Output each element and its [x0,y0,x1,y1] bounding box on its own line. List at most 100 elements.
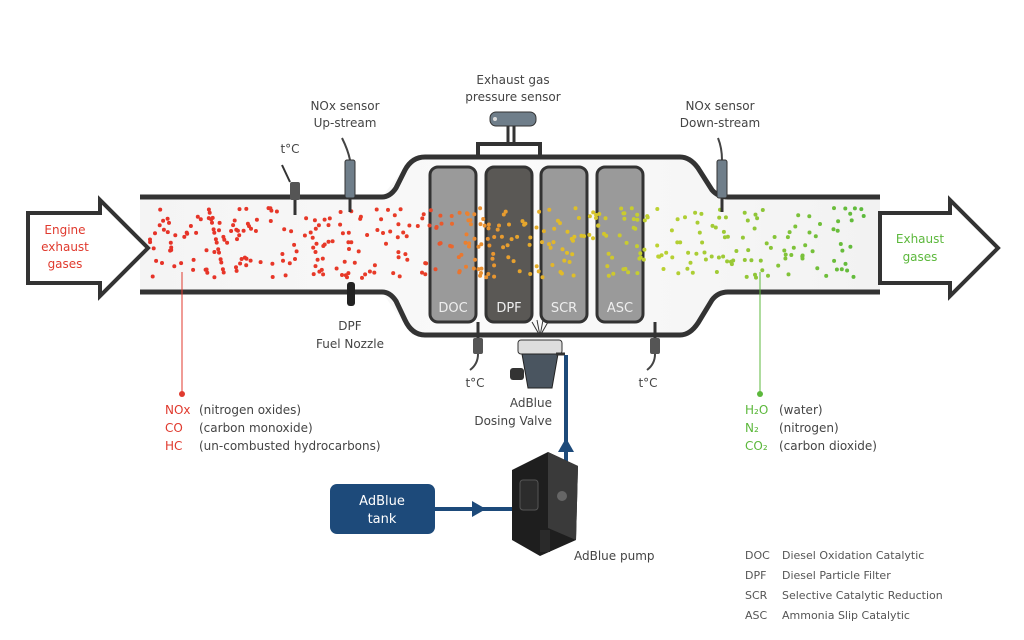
gas-particle [807,214,812,219]
gas-particle [281,258,285,263]
gas-particle [656,254,661,259]
gas-particle [423,272,428,277]
gas-particle [165,216,170,221]
gas-particle [150,274,155,279]
gas-particle [191,267,196,272]
gas-particle [835,228,840,233]
gas-particle [576,216,581,220]
gas-particle [728,259,733,264]
gas-particle [379,217,384,222]
gas-particle [302,233,307,238]
gas-particle [396,255,401,260]
gas-particle [537,209,542,214]
gas-particle [688,260,693,265]
gas-particle [433,267,438,272]
gas-particle [547,207,552,212]
gas-particle [591,236,595,241]
gas-particle [396,222,401,227]
gas-particle [253,229,258,233]
gas-particle [457,210,462,215]
gas-particle [766,273,770,278]
gas-particle [559,271,564,276]
gas-particle [764,241,769,246]
gas-particle [330,239,335,244]
nox-down-label-1: NOx sensor [685,99,754,113]
gas-particle [206,216,211,221]
gas-particle [693,210,698,215]
gas-particle [768,245,773,250]
catalyst-asc: ASC [595,165,645,324]
gas-particle [308,230,313,235]
gas-particle [815,266,820,271]
inputs-desc: (carbon monoxide) [199,421,313,435]
gas-particle [499,234,504,239]
gas-particle [495,227,500,232]
gas-particle [505,243,510,248]
inlet-label-2: exhaust [41,240,89,254]
gas-particle [405,257,410,262]
gas-particle [205,270,210,275]
gas-particle [238,261,243,266]
gas-particle [617,233,622,238]
gas-particle [734,249,739,253]
gas-particle [840,248,845,253]
gas-particle [501,212,506,217]
gas-particle [320,256,325,261]
gas-particle [384,241,388,246]
temp-down-label: t°C [638,376,657,390]
legend-desc: Diesel Particle Filter [782,569,891,582]
gas-particle [629,206,634,211]
gas-particle [619,206,624,211]
gas-particle [487,243,492,248]
gas-particle [294,249,299,254]
catalyst-doc: DOC [428,165,478,324]
gas-particle [237,207,242,212]
dosing-label-2: Dosing Valve [474,414,552,428]
gas-particle [551,240,556,245]
gas-particle [158,207,163,212]
gas-particle [168,240,173,245]
gas-particle [810,249,815,254]
nox-down-label-2: Down-stream [680,116,760,130]
gas-particle [153,231,157,236]
gas-particle [785,235,790,240]
gas-particle [375,228,380,232]
fuel-nozzle [347,282,355,306]
gas-particle [234,227,239,232]
gas-particle [603,216,608,221]
gas-particle [596,223,601,228]
gas-particle [571,238,575,243]
gas-particle [742,258,747,262]
gas-particle [342,259,347,264]
gas-particle [713,225,718,230]
pollutant-marker [179,391,185,397]
gas-particle [839,267,844,272]
gas-particle [486,222,491,227]
gas-particle [448,243,453,248]
gas-particle [567,260,572,264]
gas-particle [796,213,801,218]
inputs-desc: (nitrogen oxides) [199,403,301,417]
gas-particle [203,267,208,272]
gas-particle [803,243,808,248]
gas-particle [334,266,339,271]
gas-particle [326,223,331,228]
gas-particle [151,246,156,251]
gas-particle [234,265,238,270]
gas-particle [633,226,638,231]
gas-particle [783,252,788,257]
gas-particle [541,229,546,234]
gas-particle [831,227,836,232]
gas-particle [641,257,646,262]
gas-particle [438,241,443,246]
gas-particle [676,271,681,276]
gas-particle [237,233,242,238]
gas-particle [467,241,472,246]
gas-particle [397,274,402,279]
gas-particle [241,228,246,233]
gas-particle [231,223,236,228]
clean-marker [757,391,763,397]
gas-particle [555,218,560,223]
gas-particle [848,211,853,216]
gas-particle [849,218,854,223]
